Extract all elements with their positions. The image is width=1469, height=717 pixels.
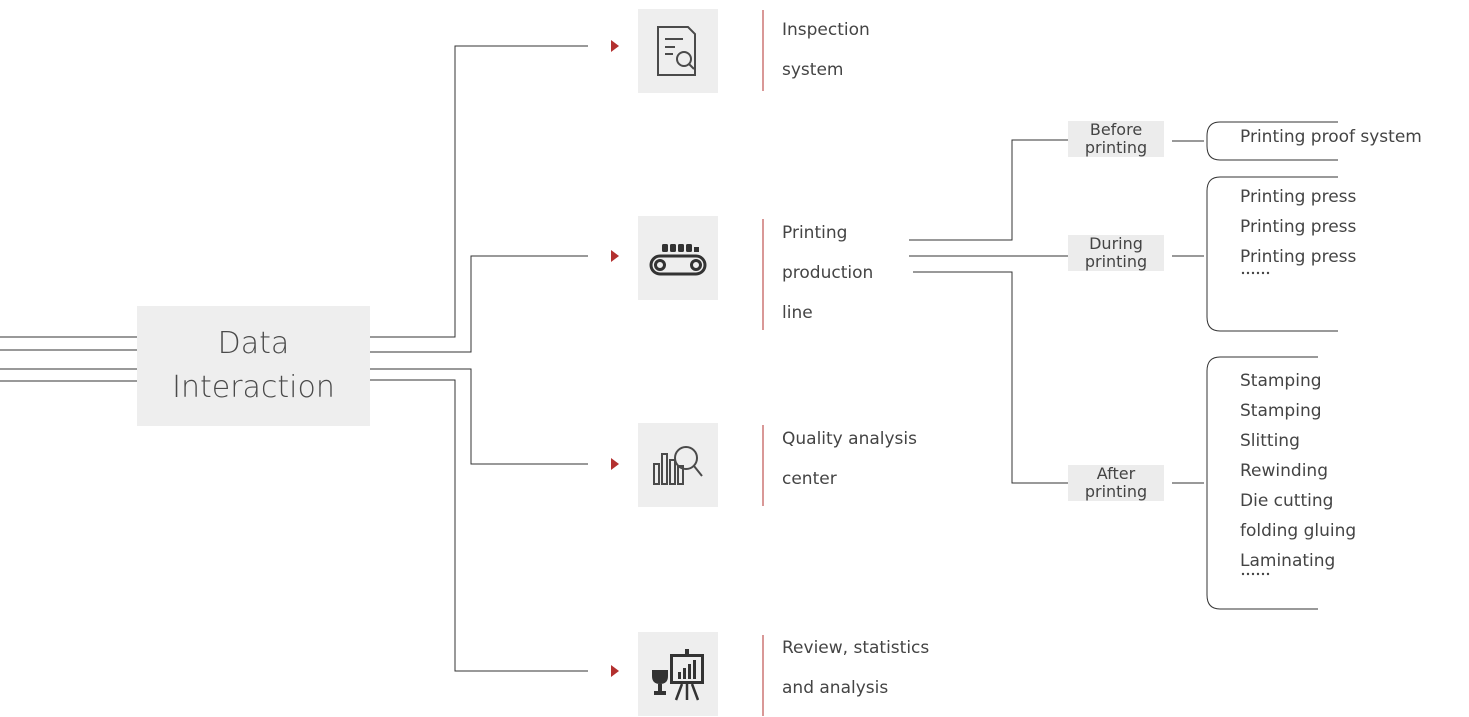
list-item: Printing press	[1240, 217, 1357, 237]
list-item: Die cutting	[1240, 491, 1334, 511]
bar-chart-magnifier-icon	[653, 446, 703, 485]
branch-review-icon-box	[638, 632, 718, 716]
center-title-line2: Interaction	[172, 370, 335, 405]
branch-inspection-label: Inspection system	[782, 20, 870, 80]
arrow-marker	[611, 250, 619, 262]
leaf-list-after-printing: Stamping Stamping Slitting Rewinding Die…	[1240, 366, 1356, 576]
branch-quality-icon-box	[638, 423, 718, 507]
branch-inspection-icon-box	[638, 9, 718, 93]
list-item: Rewinding	[1240, 461, 1328, 481]
leaf-before-printing: Printing proof system	[1240, 122, 1422, 152]
list-item: Printing press	[1240, 247, 1357, 267]
document-search-icon	[657, 26, 696, 76]
presentation-board-trophy-icon	[652, 649, 704, 701]
arrow-marker	[611, 458, 619, 470]
list-item: Stamping	[1240, 401, 1322, 421]
branch-production-label: Printing production line	[782, 223, 874, 323]
list-item: Printing press	[1240, 187, 1357, 207]
list-item: Printing proof system	[1240, 127, 1422, 147]
list-item: Slitting	[1240, 431, 1300, 451]
leaf-list-during-printing: Printing press Printing press Printing p…	[1240, 182, 1356, 272]
data-interaction-node: Data Interaction	[137, 306, 370, 426]
branch-production-icon-box	[638, 216, 718, 300]
arrow-marker	[611, 40, 619, 52]
branch-quality-label: Quality analysis center	[782, 429, 917, 489]
list-item: Stamping	[1240, 371, 1322, 391]
branch-review-label: Review, statistics and analysis	[782, 638, 930, 698]
stage-before-printing: Before printing	[1068, 121, 1164, 157]
arrow-marker	[611, 665, 619, 677]
list-item: Laminating	[1240, 551, 1336, 571]
stage-during-printing: During printing	[1068, 235, 1164, 271]
list-item: folding gluing	[1240, 521, 1357, 541]
center-title-line1: Data	[217, 326, 290, 361]
conveyor-belt-icon	[649, 244, 707, 276]
stage-after-printing: After printing	[1068, 465, 1164, 501]
